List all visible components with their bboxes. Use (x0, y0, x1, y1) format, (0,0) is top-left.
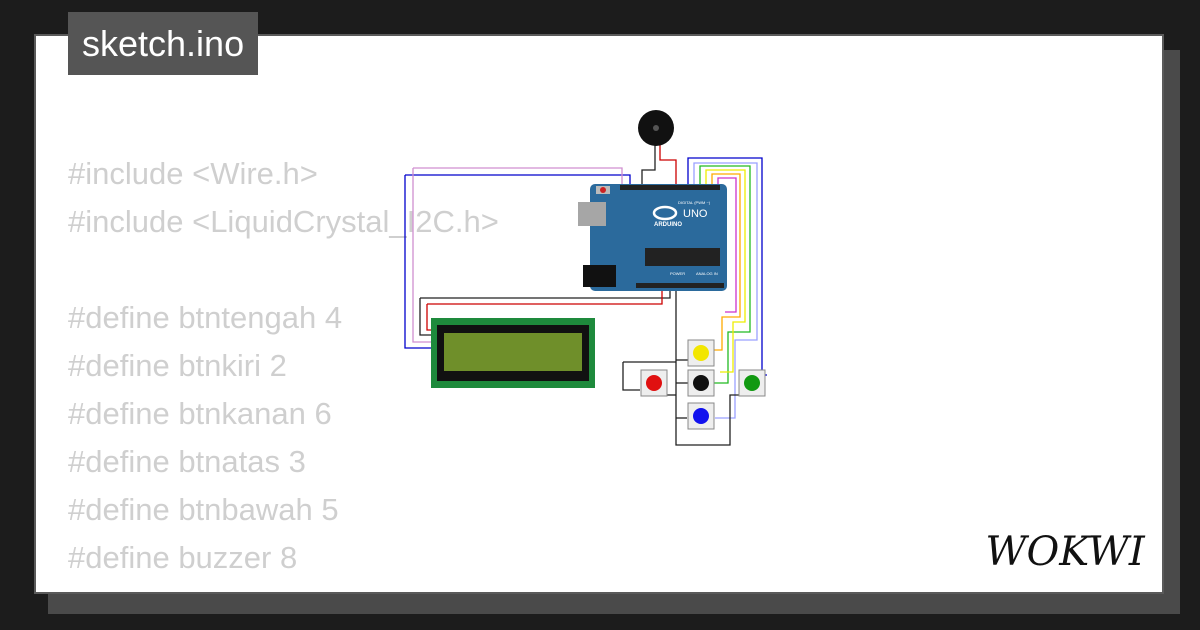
brand-text: WOKWI (985, 529, 1145, 575)
code-line: #define btnatas 3 (68, 444, 306, 479)
board-logo-text: UNO (683, 208, 708, 220)
button-red[interactable] (640, 369, 668, 397)
board-analog-label: ANALOG IN (696, 271, 718, 276)
wokwi-logo: WOKWI (985, 529, 1145, 575)
file-title: sketch.ino (68, 12, 259, 75)
button-green[interactable] (738, 369, 766, 397)
code-line: #define btntengah 4 (68, 300, 343, 335)
code-line: #define btnbawah 5 (68, 492, 339, 527)
code-line: #define buzzer 8 (68, 540, 298, 575)
code-preview: #include <Wire.h> #include <LiquidCrystal… (68, 150, 499, 582)
arduino-uno-board[interactable]: UNO ARDUINO DIGITAL (PWM ~) POWER ANALOG… (578, 184, 727, 291)
code-line: #include <Wire.h> (68, 156, 318, 191)
button-black[interactable] (687, 369, 715, 397)
button-blue[interactable] (687, 402, 715, 430)
code-line: #include <LiquidCrystal_I2C.h> (68, 204, 499, 239)
wires (404, 145, 767, 446)
code-line: #define btnkanan 6 (68, 396, 332, 431)
lcd-display[interactable] (431, 318, 595, 388)
buzzer[interactable] (638, 110, 674, 146)
preview-card (34, 34, 1164, 594)
code-line: #define btnkiri 2 (68, 348, 287, 383)
board-maker-text: ARDUINO (654, 222, 682, 228)
circuit-diagram: UNO ARDUINO DIGITAL (PWM ~) POWER ANALOG… (404, 110, 767, 446)
button-yellow[interactable] (687, 339, 715, 367)
board-digital-label: DIGITAL (PWM ~) (678, 200, 711, 205)
board-power-label: POWER (670, 271, 685, 276)
